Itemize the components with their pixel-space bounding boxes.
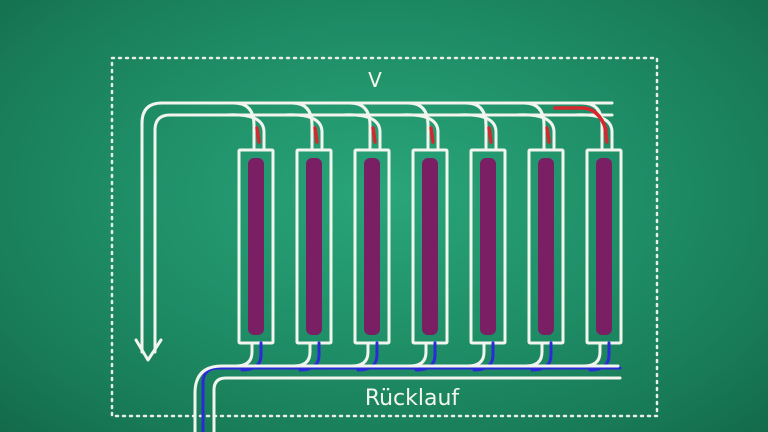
- radiator-7: [572, 101, 623, 372]
- radiator-2: [282, 101, 333, 372]
- return-branch: [408, 341, 428, 368]
- return-branch: [582, 341, 602, 368]
- radiator-3: [340, 101, 391, 372]
- supply-branch: [348, 101, 372, 152]
- radiator-body: [411, 148, 449, 345]
- hot-segment: [429, 126, 435, 144]
- radiator-6: [514, 101, 565, 372]
- radiator-core: [596, 158, 612, 335]
- system-boundary: [110, 56, 659, 418]
- supply-branch: [406, 101, 430, 152]
- return-branch: [524, 341, 544, 368]
- supply-branch: [290, 101, 314, 152]
- radiator-5: [456, 101, 507, 372]
- hot-segment: [371, 126, 377, 144]
- hot-segment: [313, 126, 319, 144]
- radiator-body: [295, 148, 333, 345]
- hot-segment: [545, 126, 551, 144]
- radiator-group: [224, 101, 623, 372]
- radiator-body: [353, 148, 391, 345]
- radiator-1: [224, 101, 275, 372]
- supply-branch: [224, 113, 266, 152]
- supply-branch: [580, 101, 604, 152]
- supply-branch: [464, 101, 488, 152]
- supply-branch: [398, 113, 440, 152]
- hot-segment: [255, 126, 261, 144]
- return-branch: [466, 341, 486, 368]
- supply-branch: [522, 101, 546, 152]
- supply-pipe: [134, 101, 614, 362]
- radiator-core: [248, 158, 264, 335]
- radiator-core: [422, 158, 438, 335]
- flow-arrow-head: [134, 338, 163, 362]
- radiator-body: [527, 148, 565, 345]
- supply-branch: [340, 113, 382, 152]
- hot-segment: [487, 126, 493, 144]
- supply-branch: [572, 113, 614, 152]
- radiator-4: [398, 101, 449, 372]
- radiator-core: [306, 158, 322, 335]
- return-pipe: [193, 364, 622, 432]
- radiator-core: [364, 158, 380, 335]
- supply-branch: [456, 113, 498, 152]
- supply-label: V: [368, 68, 382, 92]
- supply-branch: [232, 101, 256, 152]
- return-branch: [350, 341, 370, 368]
- radiator-body: [237, 148, 275, 345]
- return-branch: [234, 341, 254, 368]
- hot-header-segment: [553, 106, 608, 132]
- radiator-core: [538, 158, 554, 335]
- radiator-body: [469, 148, 507, 345]
- return-label: Rücklauf: [365, 386, 461, 411]
- radiator-body: [585, 148, 623, 345]
- supply-branch: [282, 113, 324, 152]
- return-branch: [292, 341, 312, 368]
- radiator-core: [480, 158, 496, 335]
- supply-branch: [514, 113, 556, 152]
